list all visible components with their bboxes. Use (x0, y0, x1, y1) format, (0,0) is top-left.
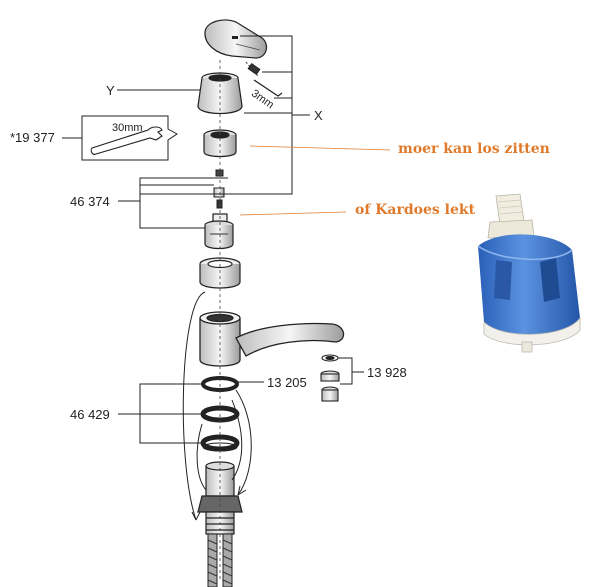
supply-hoses (207, 533, 233, 587)
cartridge-drawing (204, 213, 234, 250)
spindle-adapter (213, 169, 225, 209)
bracket-x (139, 35, 310, 195)
bracket-seal-set (118, 383, 203, 444)
annotation-cartridge-leader (239, 211, 347, 216)
hex-key-size-label: 3mm (249, 87, 276, 111)
assembly-arrows (182, 291, 252, 521)
label-seal-set: 46 429 (70, 407, 110, 422)
label-y: Y (106, 83, 115, 98)
wrench-icon (90, 126, 163, 155)
annotation-cartridge: of Kardoes lekt (355, 202, 476, 218)
aerator-parts (320, 354, 340, 402)
label-cartridge-set: 46 374 (70, 194, 110, 209)
bracket-aerator (338, 357, 364, 385)
annotation-nut-leader (249, 145, 391, 151)
annotation-nut: moer kan los zitten (398, 141, 550, 157)
lever-handle (204, 19, 268, 59)
label-wrench-part: *19 377 (10, 130, 55, 145)
wrench-size-label: 30mm (112, 122, 143, 134)
label-aerator: 13 928 (367, 365, 407, 380)
grub-screw (247, 62, 261, 76)
label-o-ring: 13 205 (267, 375, 307, 390)
bracket-cartridge-set (118, 184, 214, 229)
cartridge-photo (477, 193, 581, 353)
hex-key-icon (253, 79, 283, 97)
label-x: X (314, 108, 323, 123)
